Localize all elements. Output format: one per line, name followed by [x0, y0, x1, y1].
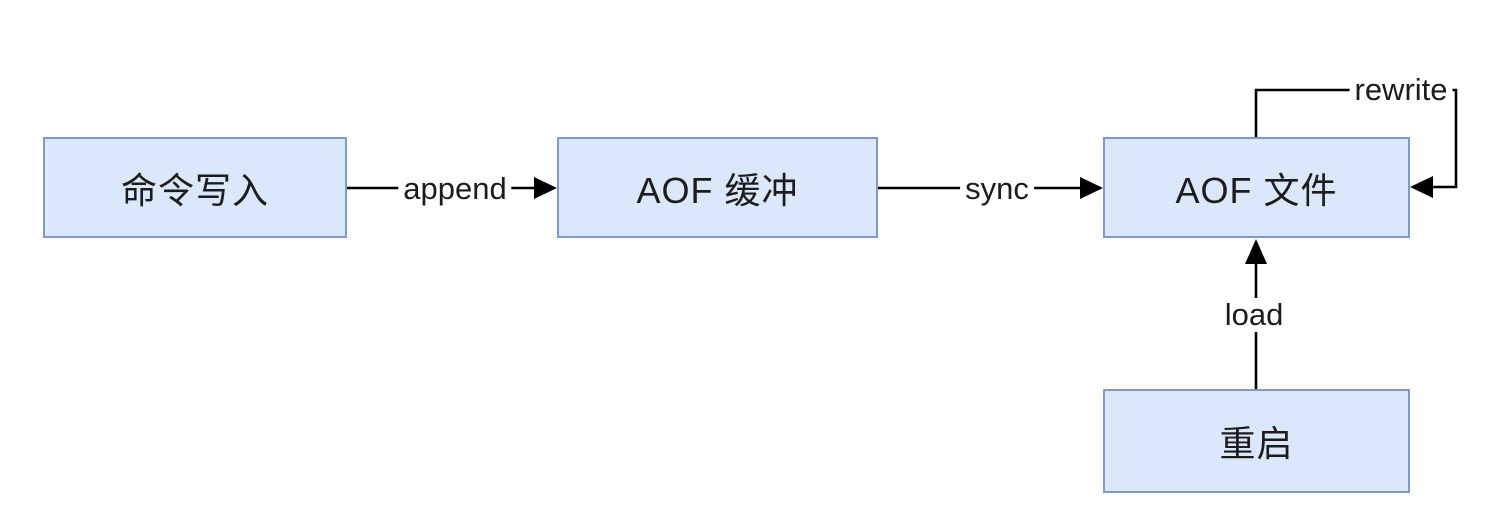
edge-label-append: append: [398, 171, 512, 207]
node-aof-file-label: AOF 文件: [1175, 169, 1338, 211]
arrow-rewrite: [1254, 88, 1458, 198]
node-aof-buffer-label: AOF 缓冲: [636, 169, 799, 211]
edge-label-rewrite: rewrite: [1349, 72, 1453, 108]
edge-label-sync: sync: [960, 171, 1034, 207]
node-restart-label: 重启: [1219, 423, 1294, 464]
node-aof-buffer: AOF 缓冲: [557, 137, 878, 238]
node-restart: 重启: [1103, 389, 1410, 493]
node-aof-file: AOF 文件: [1103, 137, 1410, 238]
node-command-write: 命令写入: [43, 137, 347, 238]
node-command-write-label: 命令写入: [120, 169, 269, 211]
edge-label-load: load: [1219, 297, 1289, 333]
